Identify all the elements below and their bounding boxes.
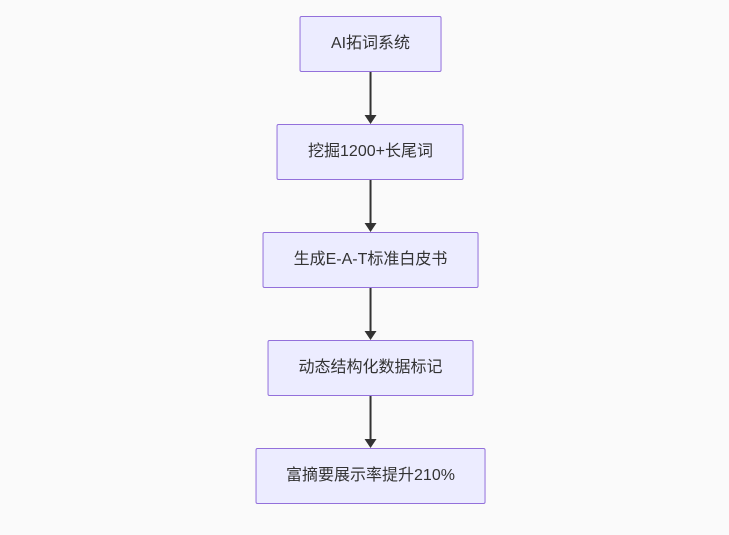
flow-node-longtail-mining: 挖掘1200+长尾词 xyxy=(277,124,464,180)
arrow-line xyxy=(369,72,372,116)
arrow-head-icon xyxy=(364,223,377,232)
flow-node-structured-data-markup: 动态结构化数据标记 xyxy=(267,340,474,396)
node-label: 动态结构化数据标记 xyxy=(298,359,443,376)
node-label: 富摘要展示率提升210% xyxy=(286,467,455,484)
arrow-line xyxy=(369,180,372,224)
node-label: AI拓词系统 xyxy=(330,35,411,52)
arrow-line xyxy=(369,396,372,440)
flow-node-ai-word-system: AI拓词系统 xyxy=(299,16,442,72)
flow-arrow-4 xyxy=(364,396,377,448)
flow-arrow-2 xyxy=(364,180,377,232)
arrow-head-icon xyxy=(364,115,377,124)
node-label: 生成E-A-T标准白皮书 xyxy=(293,251,448,268)
flow-arrow-1 xyxy=(364,72,377,124)
flow-arrow-3 xyxy=(364,288,377,340)
flowchart: AI拓词系统 挖掘1200+长尾词 生成E-A-T标准白皮书 动态结构化数据标记 xyxy=(255,16,486,504)
arrow-head-icon xyxy=(364,439,377,448)
arrow-line xyxy=(369,288,372,332)
flow-node-eat-whitepaper: 生成E-A-T标准白皮书 xyxy=(262,232,479,288)
arrow-head-icon xyxy=(364,331,377,340)
flow-node-rich-snippet-rate: 富摘要展示率提升210% xyxy=(255,448,486,504)
node-label: 挖掘1200+长尾词 xyxy=(308,143,433,160)
